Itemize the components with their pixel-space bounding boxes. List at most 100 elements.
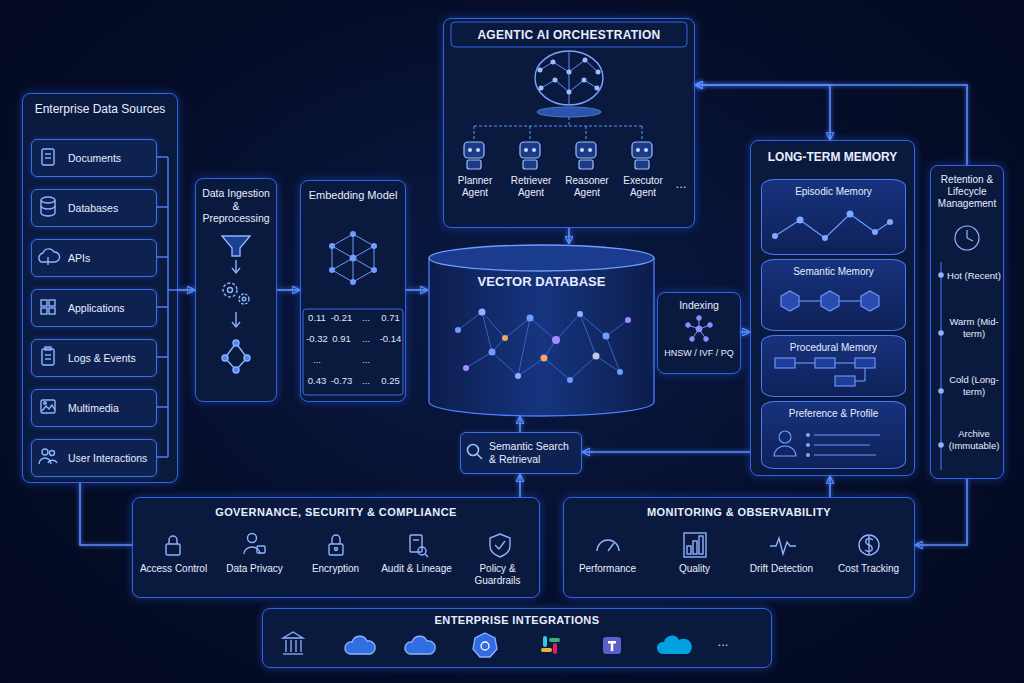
memory-icons [814, 444, 870, 445]
illustration-part [938, 442, 944, 448]
monitoring-icons [868, 536, 869, 554]
memory-icons [821, 291, 839, 311]
ingestion-icons [239, 294, 249, 304]
box-title: VECTOR DATABASE [428, 274, 655, 290]
integration-icons [611, 641, 614, 651]
memory-icons [799, 300, 821, 301]
embedding-network [332, 246, 353, 258]
box-title: AGENTIC AI ORCHESTRATION [444, 28, 694, 42]
matrix-cell: ... [354, 354, 378, 365]
illustration-part [515, 373, 521, 379]
source-icons [41, 200, 55, 216]
integration-icons [283, 653, 303, 654]
source-icons [47, 257, 48, 265]
agent-node: Planner Agent [448, 137, 502, 225]
memory-icons [781, 291, 799, 311]
memory-icons [795, 362, 815, 363]
memory-icons [855, 358, 875, 368]
connector [568, 228, 570, 244]
agent-robots [520, 142, 540, 158]
illustration-part [476, 148, 480, 152]
memory-icons [775, 214, 890, 238]
illustration-part [636, 148, 640, 152]
box-title: APIs [68, 252, 90, 265]
box-title: Data Ingestion & Preprocessing [199, 187, 273, 225]
box-title: LONG-TERM MEMORY [751, 150, 914, 164]
connector [582, 451, 750, 453]
governance-icons [257, 546, 265, 553]
matrix-cell: 0.11 [305, 312, 329, 323]
governance-icons [166, 544, 180, 555]
memory-icons [861, 291, 879, 311]
integration-icons [283, 632, 303, 638]
connector [178, 289, 195, 291]
cylinder-body [429, 258, 654, 416]
agent-robots [523, 160, 537, 169]
memory-panel: LONG-TERM MEMORYEpisodic MemorySemantic … [750, 140, 915, 476]
illustration-part [582, 78, 587, 83]
integration-icons [481, 642, 489, 650]
integration-icons [553, 643, 557, 654]
box-text: Cold (Long-term) [947, 374, 1001, 398]
box-text: Policy & Guardrails [457, 563, 538, 587]
box-text: Archive (Immutable) [947, 428, 1001, 452]
source-icons [45, 358, 51, 359]
embedding-network [353, 258, 354, 282]
illustration-part [532, 148, 536, 152]
governance-panel: GOVERNANCE, SECURITY & COMPLIANCEAccess … [132, 497, 540, 598]
matrix-value: 0.11 [305, 312, 329, 323]
illustration-part [644, 148, 648, 152]
index-box: IndexingHNSW / IVF / PQ [657, 292, 741, 374]
source-icons [45, 354, 51, 355]
box-text: Quality [651, 563, 738, 575]
agent-robots [464, 142, 652, 169]
source-icons [45, 157, 51, 158]
source-bus [167, 157, 168, 457]
illustration-part [938, 272, 944, 278]
source-icons [49, 300, 55, 306]
illustration-part [806, 443, 810, 447]
vector-points [466, 352, 620, 380]
monitoring-icons [597, 533, 879, 557]
illustration-part [938, 330, 944, 336]
box-text: Drift Detection [738, 563, 825, 575]
box-title: MONITORING & OBSERVABILITY [564, 506, 914, 519]
agent-robots [576, 142, 596, 158]
box-title: Retriever Agent [504, 175, 558, 199]
illustration-part [772, 211, 893, 242]
source-bus [168, 289, 178, 290]
index-icon [690, 337, 695, 342]
source-icons [41, 308, 47, 314]
source-icons [45, 347, 51, 350]
ingestion-icons [222, 355, 228, 361]
source-bus [156, 306, 168, 307]
memory-icons [774, 446, 796, 456]
process-box: Data Ingestion & Preprocessing [195, 178, 277, 402]
illustration-part [551, 60, 556, 65]
box-text: Encryption [295, 563, 376, 587]
source-item: Multimedia [31, 389, 157, 427]
governance-icons [425, 554, 428, 557]
monitoring-icons [687, 546, 691, 554]
matrix-value: ... [305, 354, 329, 365]
integration-icons [405, 636, 435, 654]
illustration-part [577, 311, 583, 317]
vector-points [544, 340, 556, 358]
monitoring-icons [597, 540, 619, 551]
integration-icons [295, 640, 296, 652]
agent-robots [579, 160, 593, 169]
illustration-part [847, 211, 854, 218]
search-icon [477, 454, 482, 459]
integration-icons [345, 636, 375, 654]
integrations-panel: ENTERPRISE INTEGRATIONS [262, 608, 772, 668]
integration-icons [549, 638, 560, 642]
illustration-part [586, 126, 587, 139]
ingestion-icons [233, 340, 239, 346]
matrix-cell: -0.14 [379, 333, 403, 344]
memory-layer: Preference & Profile [761, 401, 906, 469]
ingestion-icons [235, 260, 236, 272]
index-icon [699, 318, 700, 329]
connector [695, 85, 967, 165]
matrix-value: -0.21 [330, 312, 354, 323]
index-icon [686, 316, 713, 342]
